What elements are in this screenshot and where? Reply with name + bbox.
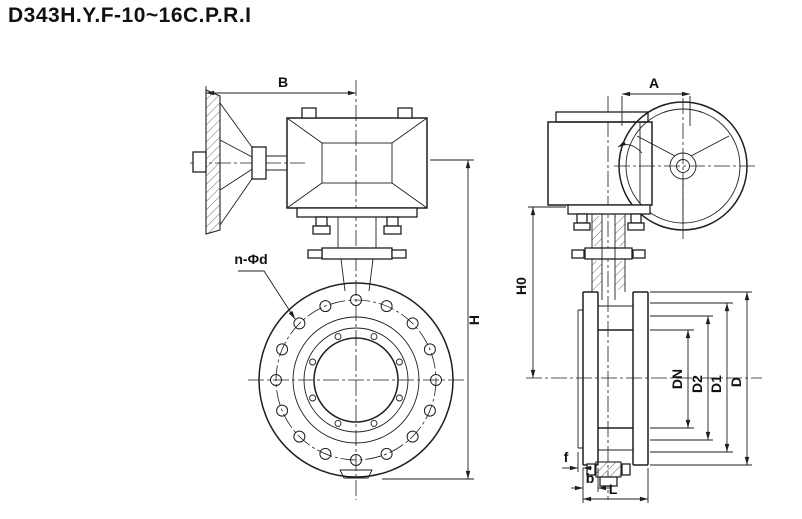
gearbox-top-bolt-right [397,107,413,119]
dimension-D1: D1 [650,302,733,453]
rotation-arrow [617,140,643,154]
bolt-hole [423,404,436,417]
valve-flange-front [258,282,454,479]
dimension-A: A [621,75,691,126]
handwheel-side [617,101,748,231]
packing-flange-side [584,247,633,260]
bolt-hole [406,317,419,330]
bolt-callout: n-Φd [234,251,296,320]
bolt-hole [406,430,419,443]
bolt-callout-label: n-Φd [234,251,267,267]
dimension-D: D [650,291,752,466]
bolt-hole [334,419,342,427]
dim-A-label: A [649,75,659,91]
gearbox-front [286,107,428,209]
bolt-hole [370,333,378,341]
dimension-D2: D2 [650,315,713,441]
dim-D2-label: D2 [689,375,705,393]
bolt-hole [423,343,436,356]
handwheel-front [192,89,287,235]
dimension-H: H [382,159,482,480]
handwheel-hub-inner [676,159,690,173]
dim-H0-label: H0 [513,277,529,295]
dimension-B: B [205,74,357,100]
dim-b-label: b [586,470,595,486]
side-view: A [513,75,762,503]
handwheel-hub-nut [192,151,207,173]
handwheel-hub [251,146,267,180]
bolt-hole [430,374,442,386]
bolt-hole [370,419,378,427]
dim-DN-label: DN [669,369,685,389]
dim-L-label: L [609,481,618,497]
bolt-holes [270,294,442,466]
stem-lines [601,214,616,300]
drawing-title: D343H.Y.F-10~16C.P.R.I [8,4,252,27]
bolt-hole [380,300,393,313]
dim-D-label: D [728,377,744,387]
handwheel-rim [205,89,221,235]
mounting-assembly-side [567,204,651,300]
dimension-b: b [571,468,610,503]
gearbox-body [286,117,428,209]
flange-outer-circle [258,282,454,478]
bolt-hole [309,394,317,402]
dim-D1-label: D1 [708,375,724,393]
bottom-step [599,476,618,487]
bolt-hole [380,447,393,460]
packing-flange [321,247,393,260]
bolt-hole [319,300,332,313]
bore-lines [598,329,633,429]
raised-face-circle [292,316,420,444]
mounting-assembly-front [296,207,418,292]
body-base [339,469,373,479]
bolt-hole [350,294,362,306]
gearbox-side-body [547,121,653,206]
gearbox-side [547,111,653,206]
bolt-hole [395,394,403,402]
dimension-f: f [562,449,592,472]
dimension-L: L [583,468,649,503]
handwheel-spokes [636,135,730,223]
valve-body-side [577,291,649,487]
mounting-plate [296,207,418,218]
dim-B-label: B [278,74,288,90]
dim-f-label: f [564,449,569,465]
bolt-circle [275,299,437,461]
dim-H-label: H [466,315,482,325]
dimension-DN: DN [650,329,694,429]
bore-circle [313,337,399,423]
gearbox-top-plate [555,111,649,123]
handwheel-outer-rim [618,101,748,231]
gearbox-top-bolt-left [301,107,317,119]
front-view: B H n-Φd [190,74,482,500]
bolt-hole [309,358,317,366]
bolt-hole [293,430,306,443]
dimension-H0: H0 [513,206,566,379]
bolt-hole [276,404,289,417]
bolt-hole [270,374,282,386]
gearbox-cover [321,142,393,184]
bolt-hole [293,317,306,330]
bolt-hole [319,447,332,460]
bottom-cover [595,461,622,478]
bolt-hole [395,358,403,366]
base-plate-side [567,204,651,215]
seat-circle [303,327,409,433]
bolt-hole [350,454,362,466]
bolt-hole [276,343,289,356]
bolt-hole [334,333,342,341]
disc-screws [309,333,403,427]
